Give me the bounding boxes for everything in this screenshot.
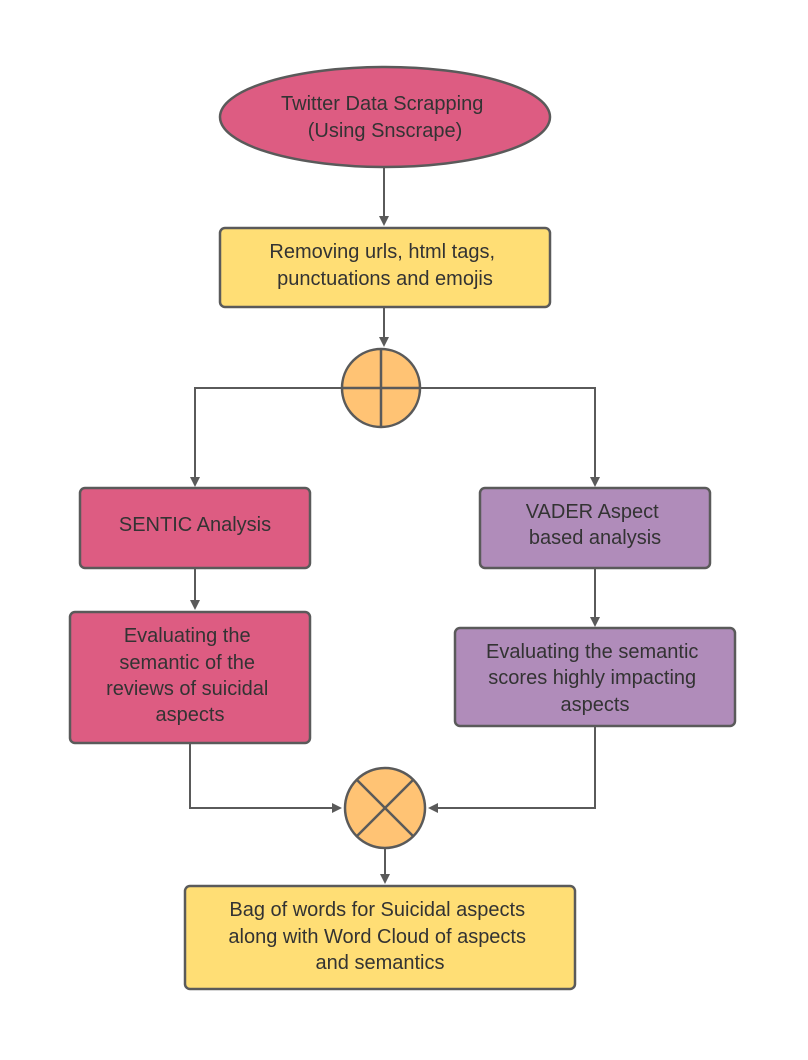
vader-line-2: based analysis bbox=[529, 527, 661, 549]
connectors bbox=[189, 168, 600, 884]
preprocess-box bbox=[218, 226, 552, 309]
output-line-2: along with Word Cloud of aspects bbox=[228, 926, 526, 948]
summing-junction bbox=[343, 766, 427, 850]
right-evaluation-label: Evaluating the semantic scores highly im… bbox=[486, 641, 704, 716]
vader-label: VADER Aspect based analysis bbox=[526, 501, 665, 549]
preprocess-node: Removing urls, html tags, punctuations a… bbox=[218, 226, 552, 309]
sentic-label: SENTIC Analysis bbox=[119, 514, 271, 536]
arrow-right-evaluation-to-merge bbox=[428, 727, 596, 813]
preprocess-line-1: Removing urls, html tags, bbox=[269, 241, 495, 263]
arrow-split-to-sentic bbox=[190, 387, 342, 487]
sentic-box bbox=[78, 486, 312, 570]
sentic-line-1: SENTIC Analysis bbox=[119, 514, 271, 536]
left-evaluation-line-2: semantic of the bbox=[119, 652, 255, 674]
arrow-left-evaluation-to-merge bbox=[189, 744, 342, 813]
right-evaluation-box bbox=[453, 626, 737, 728]
output-label: Bag of words for Suicidal aspects along … bbox=[228, 899, 531, 974]
start-label: Twitter Data Scrapping (Using Snscrape) bbox=[281, 93, 489, 142]
right-evaluation-line-2: scores highly impacting bbox=[488, 667, 696, 689]
left-evaluation-line-1: Evaluating the bbox=[124, 625, 251, 647]
vader-line-1: VADER Aspect bbox=[526, 501, 659, 523]
start-line-2: (Using Snscrape) bbox=[308, 120, 463, 142]
sentic-node: SENTIC Analysis bbox=[78, 486, 312, 570]
left-evaluation-line-4: aspects bbox=[156, 704, 225, 726]
start-ellipse bbox=[218, 65, 552, 169]
output-node: Bag of words for Suicidal aspects along … bbox=[183, 884, 577, 991]
left-evaluation-label: Evaluating the semantic of the reviews o… bbox=[106, 625, 274, 726]
vader-box bbox=[478, 486, 712, 570]
arrow-split-to-vader bbox=[420, 387, 600, 487]
left-evaluation-box bbox=[68, 610, 312, 745]
output-line-3: and semantics bbox=[316, 952, 445, 974]
left-evaluation-line-3: reviews of suicidal bbox=[106, 678, 268, 700]
output-box bbox=[183, 884, 577, 991]
left-evaluation-node: Evaluating the semantic of the reviews o… bbox=[68, 610, 312, 745]
right-evaluation-line-1: Evaluating the semantic bbox=[486, 641, 698, 663]
right-evaluation-line-3: aspects bbox=[561, 694, 630, 716]
vader-node: VADER Aspect based analysis bbox=[478, 486, 712, 570]
start-line-1: Twitter Data Scrapping bbox=[281, 93, 483, 115]
right-evaluation-node: Evaluating the semantic scores highly im… bbox=[453, 626, 737, 728]
preprocess-line-2: punctuations and emojis bbox=[277, 268, 493, 290]
start-node: Twitter Data Scrapping (Using Snscrape) bbox=[218, 65, 552, 169]
or-junction bbox=[340, 347, 422, 429]
preprocess-label: Removing urls, html tags, punctuations a… bbox=[269, 241, 500, 290]
output-line-1: Bag of words for Suicidal aspects bbox=[229, 899, 525, 921]
